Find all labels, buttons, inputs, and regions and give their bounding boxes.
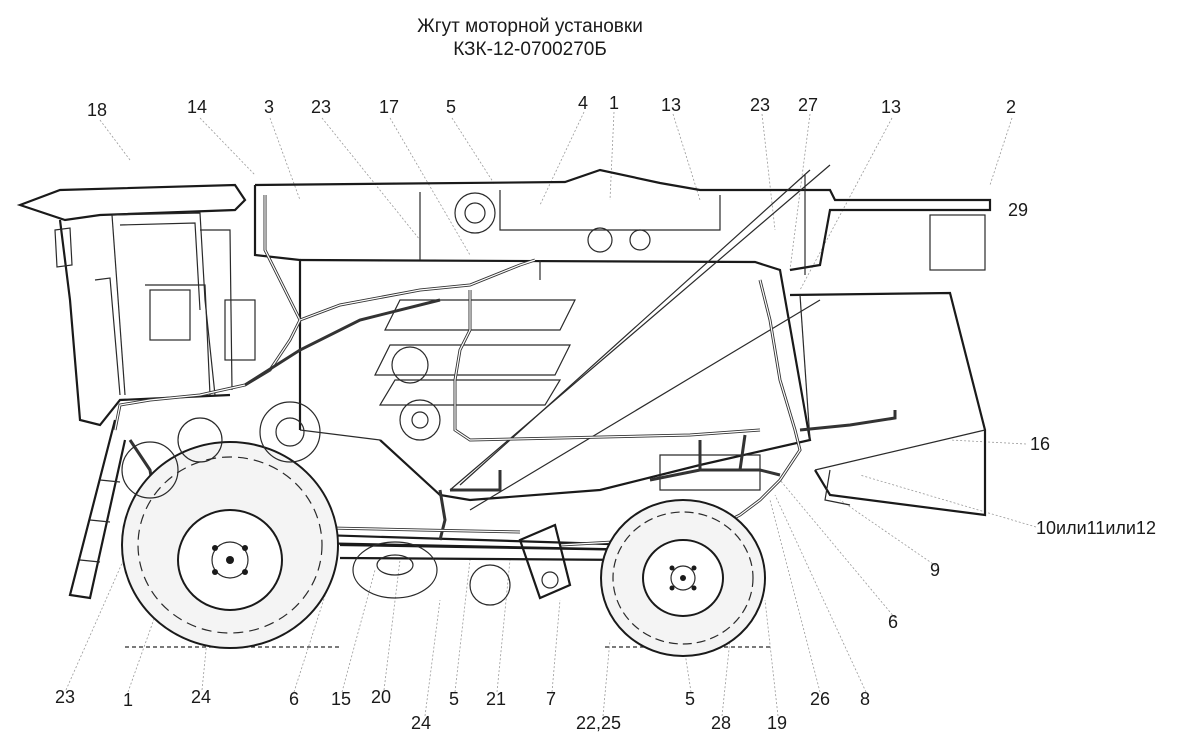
callout-6-bottom: 6 [289,689,300,709]
callout-24-left: 24 [191,687,212,707]
callout-1-top: 1 [609,93,620,113]
callout-13-a: 13 [661,95,682,115]
callout-13-b: 13 [881,97,902,117]
callout-17: 17 [379,97,400,117]
callout-7: 7 [546,689,557,709]
callout-4: 4 [578,93,589,113]
callout-5-bottom: 5 [449,689,460,709]
callout-2: 2 [1006,97,1017,117]
callout-28: 28 [711,713,732,733]
callout-27: 27 [798,95,819,115]
callout-10-11-12: 10или11или12 [1036,518,1156,538]
callout-16: 16 [1030,434,1051,454]
callout-5-top: 5 [446,97,457,117]
callout-29: 29 [1008,200,1029,220]
callout-19: 19 [767,713,788,733]
diagram-title: Жгут моторной установки [417,16,643,37]
callout-23-bottom: 23 [55,687,76,707]
callout-3: 3 [264,97,275,117]
ladder [68,419,127,600]
callout-26: 26 [810,689,831,709]
callout-9: 9 [930,560,941,580]
leader-lines [65,111,1037,717]
callout-21: 21 [486,689,507,709]
middle-drum [352,523,572,606]
callout-22-25: 22,25 [576,713,622,733]
callout-23-top: 23 [311,97,332,117]
callout-23-right: 23 [750,95,771,115]
diagram-subtitle: КЗК-12-0700270Б [453,39,607,60]
cab [16,183,256,427]
pulley [121,401,321,499]
callout-20: 20 [371,687,392,707]
callout-8: 8 [860,689,871,709]
front-wheel [121,441,339,649]
callout-6-right: 6 [888,612,899,632]
callout-1-bottom: 1 [123,690,134,710]
rear-wheel [600,499,766,657]
callout-5-rear: 5 [685,689,696,709]
callout-15: 15 [331,689,352,709]
callout-14: 14 [187,97,208,117]
callout-24-bottom: 24 [411,713,432,733]
callout-18: 18 [87,100,108,120]
